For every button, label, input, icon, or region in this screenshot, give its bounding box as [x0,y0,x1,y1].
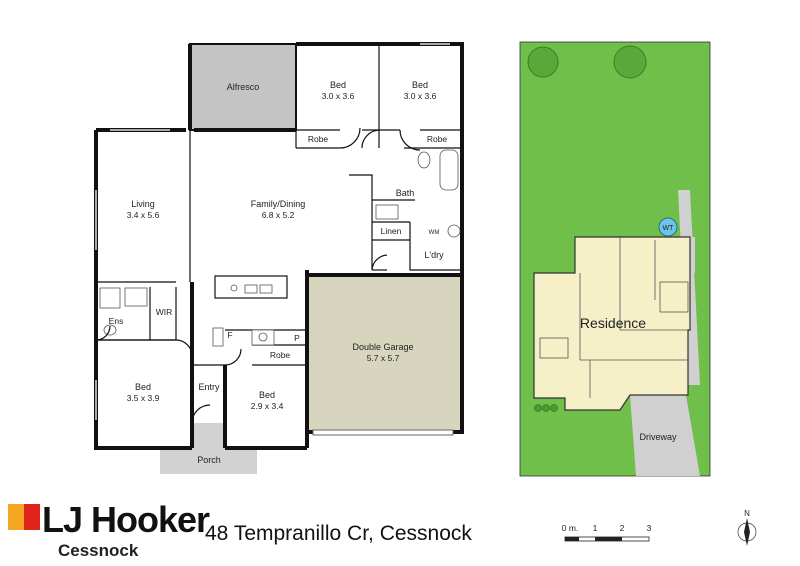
room-bed4: Bed [259,390,275,400]
room-garage-size: 5.7 x 5.7 [367,353,400,363]
room-fridge: F [227,330,232,340]
garage-area [307,275,460,431]
room-wir: WIR [156,307,173,317]
room-ens: Ens [109,316,124,326]
room-bed4-size: 2.9 x 3.4 [251,401,284,411]
site-residence [533,236,691,411]
room-wm: WM [429,230,440,236]
room-robe1: Robe [308,134,329,144]
room-robe2: Robe [427,134,448,144]
room-pantry: P [294,333,300,343]
north-label: N [744,509,750,518]
room-linen: Linen [381,226,402,236]
scale-label-2: 2 [620,523,625,533]
room-robe3: Robe [270,350,291,360]
room-bed3-size: 3.5 x 3.9 [127,393,160,403]
brand-logo [8,504,40,530]
room-bed3: Bed [135,382,151,392]
room-bed1: Bed [330,80,346,90]
property-address: 48 Tempranillo Cr, Cessnock [205,522,472,545]
room-entry: Entry [198,382,220,392]
scale-label-1: 1 [593,523,598,533]
logo-mark-orange [8,504,24,530]
room-alfresco: Alfresco [227,82,260,92]
water-tank-icon [658,217,678,237]
room-family: Family/Dining [251,199,306,209]
room-porch: Porch [197,455,221,465]
porch-area [160,448,257,474]
room-bed1-size: 3.0 x 3.6 [322,91,355,101]
site-plan: WT Residence Driveway [519,41,711,477]
alfresco-area [190,44,296,130]
north-arrow-icon: N [737,509,757,546]
room-bath: Bath [396,188,415,198]
water-tank-label: WT [663,225,675,232]
logo-mark-red [24,504,40,530]
scale-label-0: 0 m. [562,523,579,533]
brand-office: Cessnock [58,541,139,560]
room-bed2: Bed [412,80,428,90]
room-living: Living [131,199,155,209]
room-family-size: 6.8 x 5.2 [262,210,295,220]
site-driveway-label: Driveway [639,432,677,442]
scale-bar: 0 m. 1 2 3 [562,523,652,542]
room-garage: Double Garage [352,342,413,352]
room-bed2-size: 3.0 x 3.6 [404,91,437,101]
tree-icon [527,46,559,78]
room-living-size: 3.4 x 5.6 [127,210,160,220]
scale-label-3: 3 [647,523,652,533]
site-residence-label: Residence [580,315,646,331]
tree-icon [613,45,647,79]
room-laundry: L'dry [424,250,444,260]
brand-name: LJ Hooker [42,499,210,540]
